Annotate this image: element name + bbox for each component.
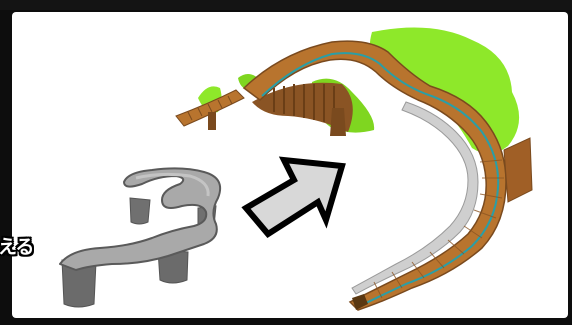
illustration-panel	[12, 12, 568, 318]
deck-posts	[274, 84, 334, 126]
wooden-bridge-model	[176, 28, 532, 311]
right-arrow-icon	[246, 160, 342, 234]
gray-terrain-model	[60, 168, 220, 307]
top-strip	[0, 0, 572, 10]
pillar-back-left	[130, 198, 150, 224]
illustration-svg	[12, 12, 568, 318]
stair-post	[208, 112, 216, 130]
retaining-wall	[504, 138, 532, 202]
caption-text: える	[0, 232, 33, 259]
pillar-block	[330, 108, 346, 136]
